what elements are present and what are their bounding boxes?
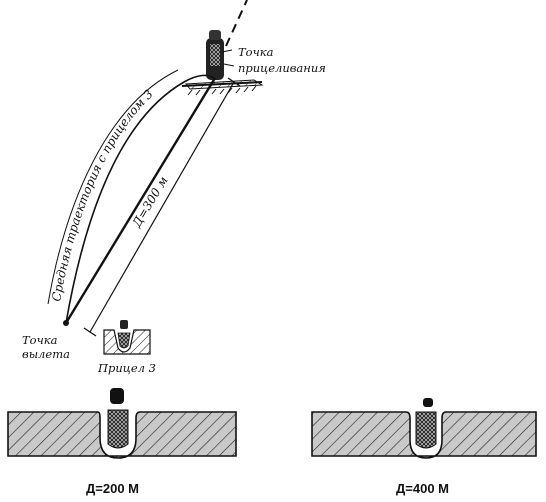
launch-point-marker	[63, 320, 69, 326]
trajectory-label-arc	[47, 69, 179, 305]
distance-dimension-line	[89, 81, 235, 333]
launch-point-label-line2: вылета	[22, 347, 70, 361]
aim-point-label-line1: Точка	[238, 45, 274, 59]
sight-400-diagram	[311, 398, 537, 459]
dimension-tick-bottom	[83, 327, 97, 337]
launch-point-label-line1: Точка	[22, 333, 58, 347]
sight-400-caption: Д=400 М	[396, 481, 449, 496]
aim-point-tick	[223, 63, 235, 67]
sight-label: Прицел 3	[97, 361, 156, 375]
aim-point-label-line2: прицеливания	[238, 61, 326, 75]
sight-200-caption: Д=200 М	[86, 481, 139, 496]
sight-icon-small	[103, 320, 151, 355]
sight-200-diagram	[7, 388, 237, 459]
target-figure	[206, 30, 224, 80]
trajectory-label: Средняя траектория с прицелом 3	[49, 87, 156, 303]
dimension-tick-top	[227, 77, 241, 87]
line-of-sight	[64, 77, 217, 324]
aim-point-leader	[221, 49, 233, 53]
mean-trajectory-curve	[65, 74, 215, 324]
target-ground	[181, 79, 264, 96]
aim-line-extension	[225, 0, 248, 47]
